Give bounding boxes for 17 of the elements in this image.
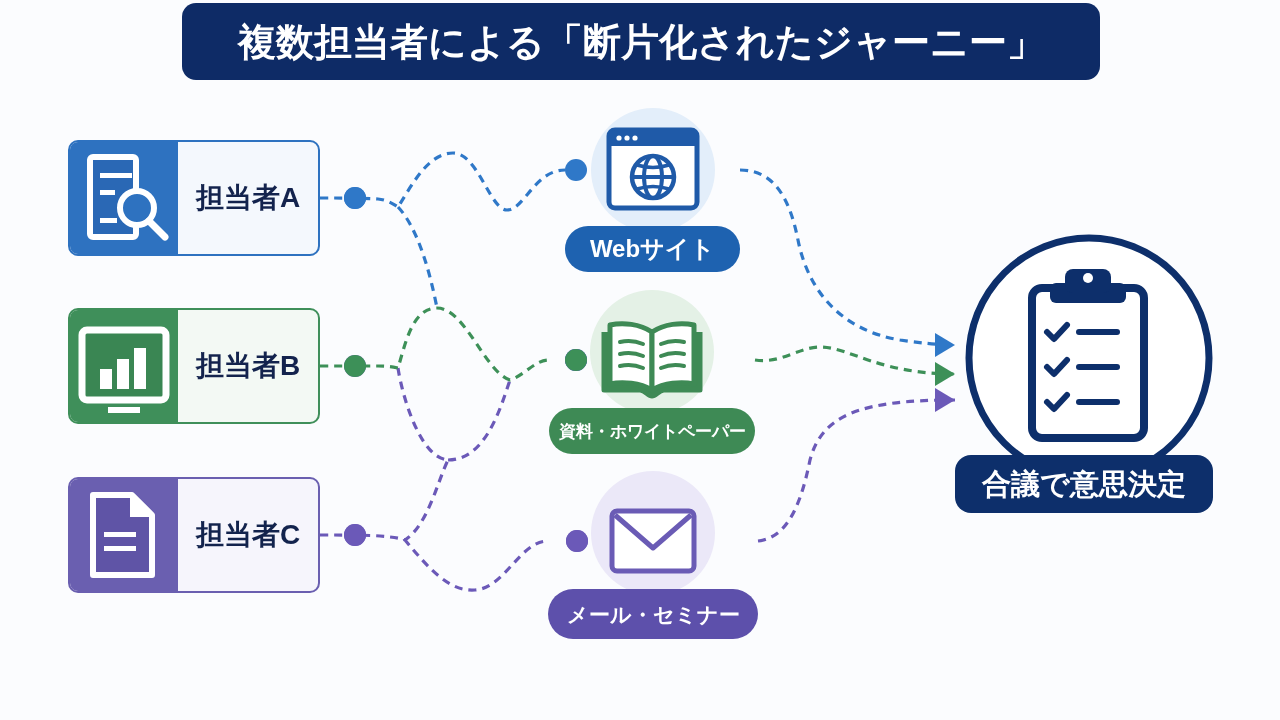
dotted-end-line [320,524,588,592]
title-banner: 複数担当者による「断片化されたジャーニー」 [182,3,1100,80]
person-card [68,477,320,593]
dashed-arrow [739,168,955,357]
channel-label: メール・セミナー [548,589,758,639]
person-name: 担当者A [194,184,302,212]
person-name: 担当者C [194,521,302,549]
person-card [68,308,320,424]
channel-label: 資料・ホワイトペーパー [549,408,755,454]
dashed-arrow [757,388,956,543]
dotted-end-line [320,151,587,212]
dotted-end-line [320,306,587,382]
person-card [68,140,320,256]
dashed-arrow [754,345,956,386]
channel-label: Webサイト [565,226,740,272]
person-name: 担当者B [194,352,302,380]
decision-label: 合議で意思決定 [955,455,1213,513]
